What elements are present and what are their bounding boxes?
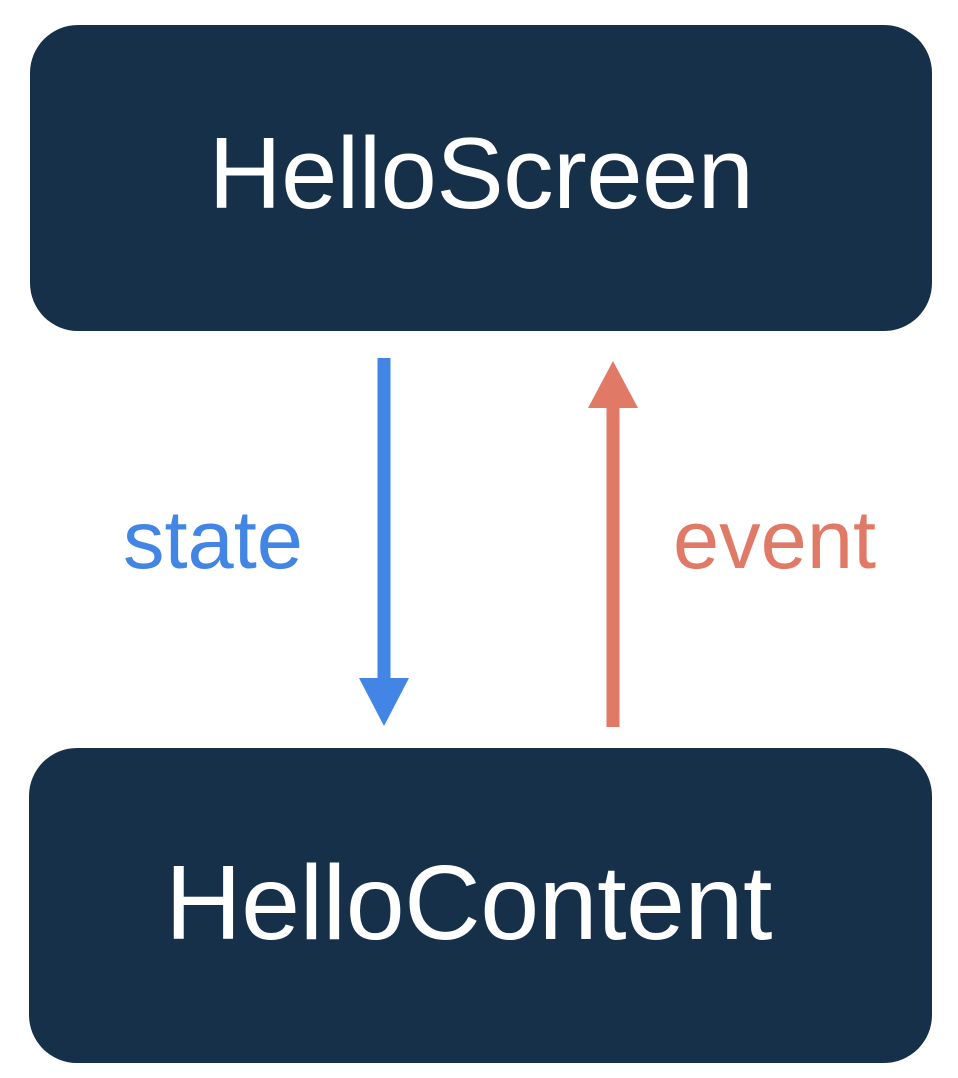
state-arrow-head-icon (359, 678, 409, 726)
node-hello-screen-label: HelloScreen (208, 117, 754, 230)
node-hello-content[interactable]: HelloContent (29, 748, 932, 1063)
state-arrow-down (359, 358, 409, 726)
edge-label-state: state (123, 493, 303, 586)
event-arrow-head-icon (588, 361, 638, 408)
node-hello-screen[interactable]: HelloScreen (30, 25, 932, 331)
node-hello-content-label: HelloContent (165, 843, 772, 962)
edge-label-event: event (673, 493, 877, 586)
event-arrow-up (588, 361, 638, 727)
